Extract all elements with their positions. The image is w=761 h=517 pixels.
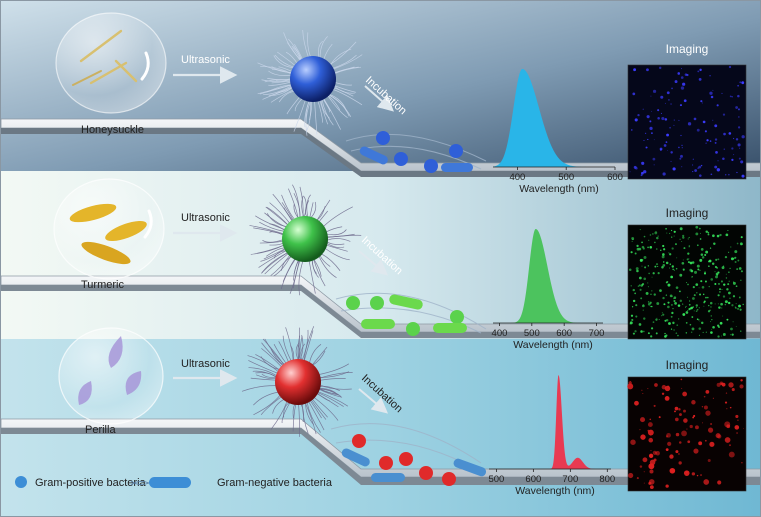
spectrum-xlabel: Wavelength (nm) xyxy=(515,485,595,497)
nanoparticle-green xyxy=(249,184,362,296)
spectrum-tick-label: 800 xyxy=(599,474,615,485)
arrow-incubation-2 xyxy=(358,250,389,276)
legend-gram-negative-label: Gram-negative bacteria xyxy=(217,477,333,489)
nanoparticle-red xyxy=(241,326,353,437)
spectrum-curve xyxy=(493,69,615,167)
bubble-honeysuckle xyxy=(55,12,167,114)
bubble-turmeric xyxy=(53,178,165,280)
spectrum-tick-label: 600 xyxy=(607,172,623,183)
spectrum-xlabel: Wavelength (nm) xyxy=(513,339,593,351)
imaging-panel-blue xyxy=(627,64,747,180)
legend-gram-positive-label: Gram-positive bacteria xyxy=(35,477,147,489)
bacteria-group-turmeric xyxy=(335,292,487,336)
spectrum-tick-label: 400 xyxy=(509,172,525,183)
spectrum-tick-label: 400 xyxy=(492,328,508,339)
label-ultrasonic-2: Ultrasonic xyxy=(181,212,230,224)
label-plant-honeysuckle: Honeysuckle xyxy=(81,124,144,136)
spectrum-tick-label: 500 xyxy=(558,172,574,183)
label-ultrasonic-3: Ultrasonic xyxy=(181,358,230,370)
legend: Gram-positive bacteria Gram-negative bac… xyxy=(15,476,333,489)
label-imaging-2: Imaging xyxy=(666,206,709,220)
imaging-panel-red xyxy=(627,376,747,492)
spectrum-tick-label: 700 xyxy=(589,328,605,339)
arrow-incubation-3 xyxy=(358,388,389,414)
label-imaging-1: Imaging xyxy=(666,42,709,56)
bacteria-group-perilla xyxy=(330,423,487,486)
imaging-panel-green xyxy=(627,224,747,340)
label-plant-perilla: Perilla xyxy=(85,424,116,436)
bubble-perilla xyxy=(58,327,164,425)
spectrum-tick-label: 600 xyxy=(556,328,572,339)
legend-gram-negative-icon xyxy=(130,477,191,488)
label-imaging-3: Imaging xyxy=(666,358,709,372)
spectrum-tick-label: 700 xyxy=(562,474,578,485)
spectrum-curve xyxy=(493,229,603,323)
arrow-incubation-1 xyxy=(364,85,394,112)
label-ultrasonic-1: Ultrasonic xyxy=(181,54,230,66)
bacteria-group-honeysuckle xyxy=(345,131,487,173)
spectrum-xlabel: Wavelength (nm) xyxy=(519,183,599,195)
legend-gram-positive-icon xyxy=(15,476,27,488)
label-plant-turmeric: Turmeric xyxy=(81,279,124,291)
nanoparticle-blue xyxy=(257,29,363,136)
spectrum-tick-label: 500 xyxy=(524,328,540,339)
spectrum-tick-label: 500 xyxy=(488,474,504,485)
spectrum-tick-label: 600 xyxy=(525,474,541,485)
